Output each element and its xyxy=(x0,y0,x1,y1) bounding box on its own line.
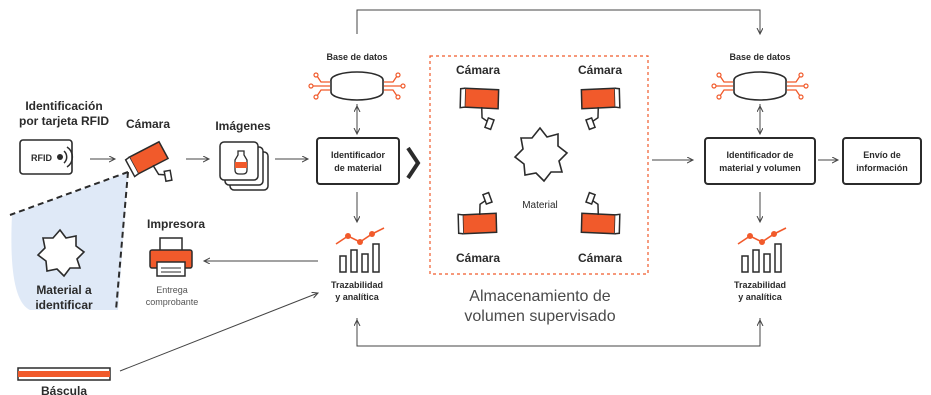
rfid-card-icon: RFID xyxy=(19,139,74,175)
send-info-line2: información xyxy=(856,163,908,173)
chevron-right-icon xyxy=(406,146,421,180)
camera-icon xyxy=(122,140,173,189)
storage-cam-tr-label: Cámara xyxy=(578,63,622,77)
rfid-card-text: RFID xyxy=(31,153,52,163)
storage-caption-line1: Almacenamiento de xyxy=(469,288,611,305)
camera-icon xyxy=(448,191,504,246)
material-id-line1: Identificador xyxy=(331,150,386,160)
bar-chart-icon xyxy=(737,227,787,273)
printer-icon xyxy=(149,237,193,277)
trace-left-line2: y analítica xyxy=(335,292,380,302)
material-volume-identifier-box xyxy=(704,137,816,185)
storage-cam-tl-label: Cámara xyxy=(456,63,500,77)
material-id-line2: de material xyxy=(334,163,382,173)
storage-area-box xyxy=(429,55,649,275)
star-shape-icon xyxy=(36,228,86,278)
images-stack-icon xyxy=(219,141,269,191)
trace-left-line1: Trazabilidad xyxy=(331,280,383,290)
storage-material-label: Material xyxy=(522,200,558,211)
images-label: Imágenes xyxy=(215,119,271,133)
star-shape-icon xyxy=(513,126,569,183)
storage-caption-line2: volumen supervisado xyxy=(464,308,615,325)
storage-cam-bl-label: Cámara xyxy=(456,251,500,265)
database-icon xyxy=(308,71,406,101)
send-info-box xyxy=(842,137,922,185)
trace-right-line2: y analítica xyxy=(738,292,783,302)
camera-icon xyxy=(450,76,506,131)
material-identify-line1: Material a xyxy=(36,283,92,297)
storage-cam-br-label: Cámara xyxy=(578,251,622,265)
material-identifier-box xyxy=(316,137,400,185)
printer-label: Impresora xyxy=(147,217,205,231)
rfid-title-line2: por tarjeta RFID xyxy=(19,114,109,128)
camera-icon xyxy=(574,191,630,246)
db-right-label: Base de datos xyxy=(729,52,790,62)
camera-entry-label: Cámara xyxy=(126,117,170,131)
receipt-line2: comprobante xyxy=(146,297,199,307)
trace-right-line1: Trazabilidad xyxy=(734,280,786,290)
matvol-id-line1: Identificador de xyxy=(726,150,793,160)
db-left-label: Base de datos xyxy=(326,52,387,62)
camera-icon xyxy=(574,76,630,131)
rfid-title-line1: Identificación xyxy=(25,99,102,113)
scale-label: Báscula xyxy=(41,384,87,395)
bar-chart-icon xyxy=(335,227,385,273)
material-identify-line2: identificar xyxy=(35,298,93,312)
matvol-id-line2: material y volumen xyxy=(719,163,801,173)
database-icon xyxy=(711,71,809,101)
scale-icon xyxy=(17,367,111,381)
receipt-line1: Entrega xyxy=(156,285,188,295)
send-info-line1: Envío de xyxy=(863,150,901,160)
